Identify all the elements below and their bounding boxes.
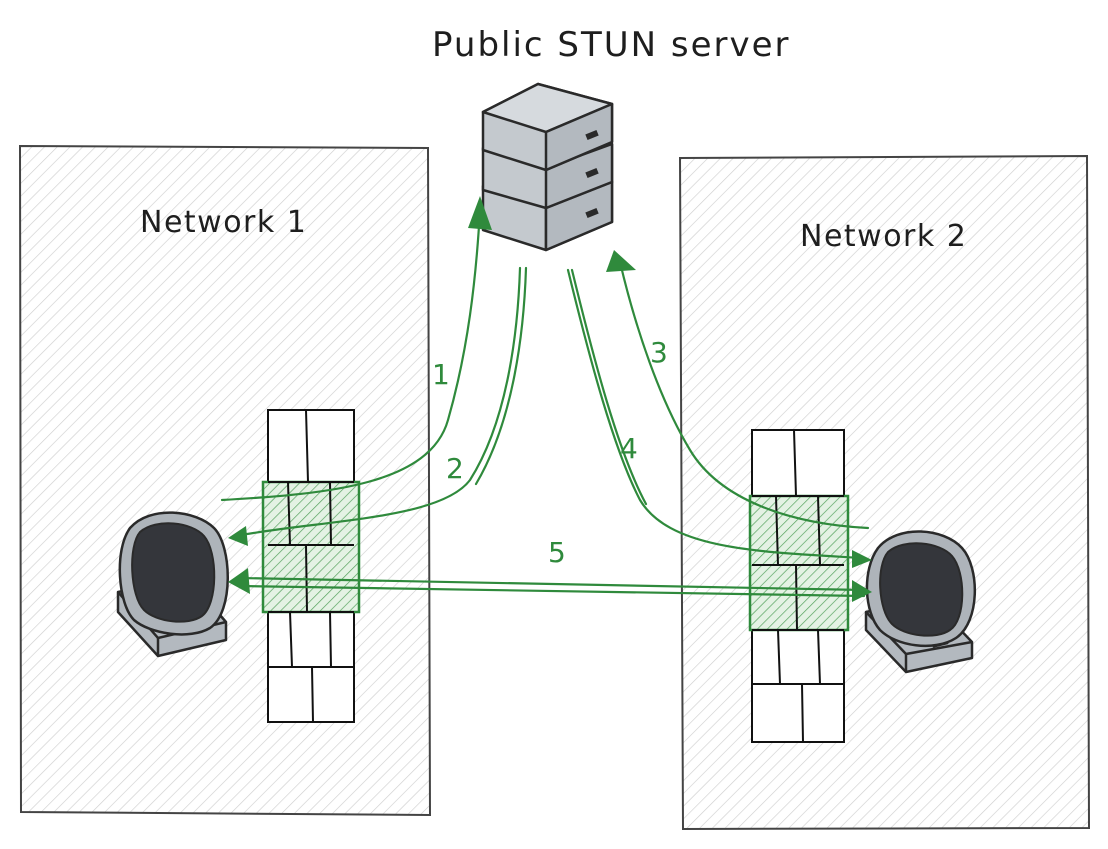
step-label-5: 5 <box>548 536 566 569</box>
computer-monitor-icon-right <box>864 530 977 674</box>
step-label-3: 3 <box>650 336 668 369</box>
arrow-step-2 <box>228 266 528 546</box>
arrow-step-3 <box>606 250 870 530</box>
arrow-step-4 <box>566 268 872 568</box>
server-label: Public STUN server <box>432 25 791 65</box>
computer-monitor-icon-left <box>116 511 229 658</box>
network-1-box <box>18 144 432 817</box>
server-stack-icon <box>481 82 614 252</box>
arrow-step-1 <box>220 196 492 502</box>
firewall-icon-left <box>261 409 361 723</box>
network-2-box <box>678 154 1091 831</box>
arrow-step-5 <box>228 568 872 602</box>
firewall-icon-right <box>748 429 850 743</box>
network-2-label: Network 2 <box>800 219 967 254</box>
step-label-1: 1 <box>432 358 450 391</box>
step-label-4: 4 <box>620 432 638 465</box>
network-1-label: Network 1 <box>140 205 307 240</box>
step-label-2: 2 <box>446 452 464 485</box>
